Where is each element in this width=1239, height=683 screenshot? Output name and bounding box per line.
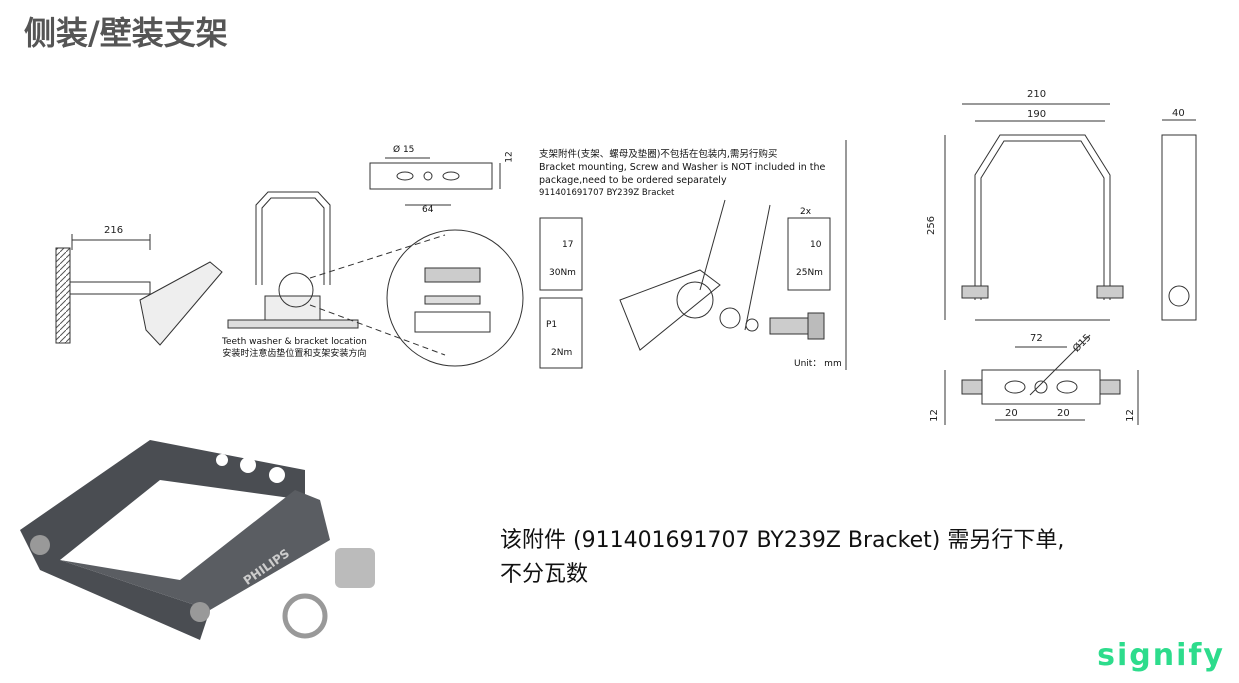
- order-note: 该附件 (911401691707 BY239Z Bracket) 需另行下单,…: [500, 524, 1064, 592]
- caption-cn: 安装时注意齿垫位置和支架安装方向: [222, 349, 367, 359]
- quantity-2x: 2x: [800, 207, 812, 217]
- note-en-1: Bracket mounting, Screw and Washer is NO…: [539, 162, 826, 173]
- bracket-not-included-note: 支架附件(支架、螺母及垫圈)不包括在包装内,需另行购买 Bracket moun…: [539, 148, 825, 200]
- dim-hole-spacing: 64: [422, 205, 434, 215]
- wrench-17-icon: 17: [562, 240, 574, 250]
- dim-hole-dia: Ø 15: [393, 145, 415, 155]
- dim-20-right: 20: [1057, 408, 1070, 419]
- dim-210: 210: [1027, 89, 1047, 100]
- caption-en: Teeth washer & bracket location: [222, 337, 367, 347]
- page-title: 侧装/壁装支架: [24, 14, 228, 52]
- dim-12-right: 12: [1124, 409, 1136, 422]
- note-cn: 支架附件(支架、螺母及垫圈)不包括在包装内,需另行购买: [539, 149, 778, 160]
- dim-256: 256: [926, 215, 938, 236]
- wrench-10-icon: 10: [810, 240, 822, 250]
- dim-20-left: 20: [1005, 408, 1018, 419]
- dim-12-left: 12: [928, 409, 940, 422]
- dim-40: 40: [1172, 108, 1185, 119]
- teeth-washer-caption: Teeth washer & bracket location 安装时注意齿垫位…: [222, 336, 367, 360]
- dim-72: 72: [1030, 333, 1043, 344]
- signify-logo: signify: [1097, 638, 1225, 673]
- torque-2nm: 2Nm: [551, 348, 573, 358]
- dim-190: 190: [1027, 109, 1047, 120]
- dim-hole-h: 12: [504, 151, 515, 163]
- note-en-2: package,need to be ordered separately: [539, 175, 727, 186]
- wall: [55, 247, 71, 344]
- torque-25nm: 25Nm: [796, 268, 823, 278]
- note-part-number: 911401691707 BY239Z Bracket: [539, 188, 675, 198]
- dim-216: 216: [104, 225, 124, 236]
- torque-30nm: 30Nm: [549, 268, 576, 278]
- order-note-line-1: 该附件 (911401691707 BY239Z Bracket) 需另行下单,: [500, 528, 1065, 553]
- bracket-photo: [20, 440, 375, 640]
- order-note-line-2: 不分瓦数: [500, 562, 589, 587]
- unit-label: Unit： mm: [794, 359, 842, 369]
- screwdriver-p1-icon: P1: [546, 320, 558, 330]
